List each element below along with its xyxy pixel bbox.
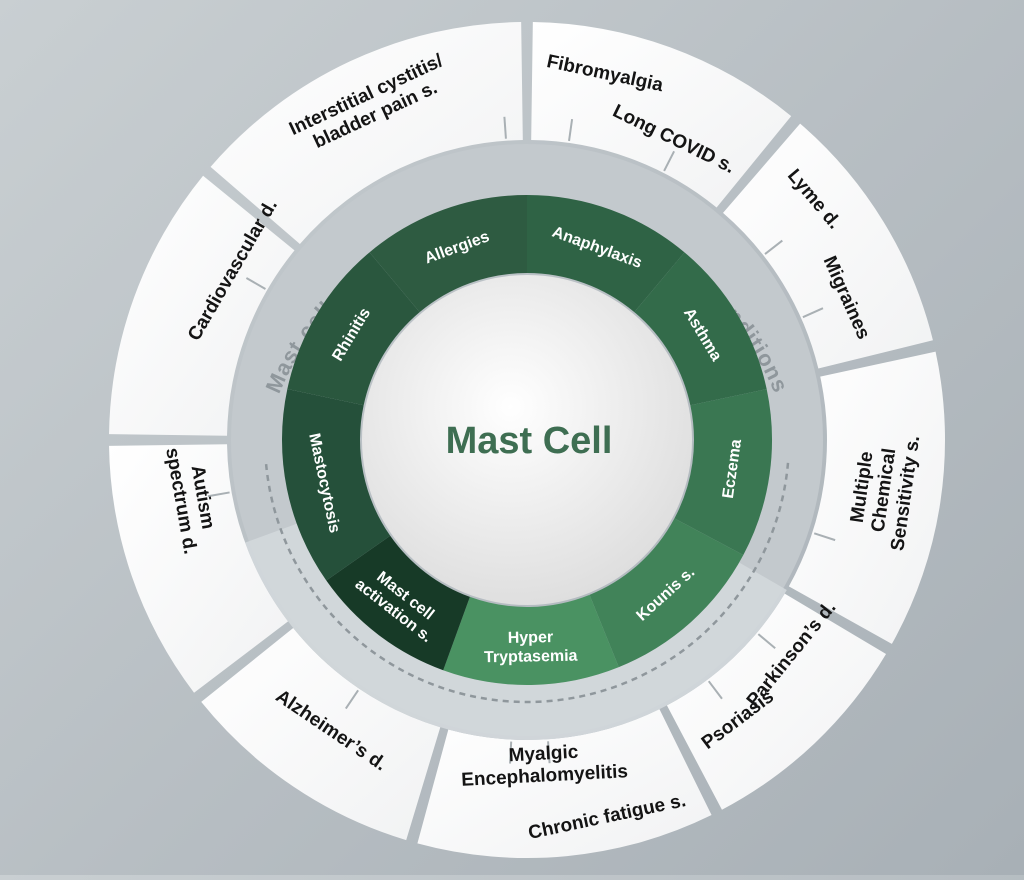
inner-condition-segment xyxy=(634,252,767,406)
connector-line xyxy=(503,116,507,139)
connector-line xyxy=(764,239,783,255)
outer-segment xyxy=(723,123,933,369)
connector-lines xyxy=(207,116,836,764)
dashed-ring xyxy=(264,462,790,704)
connector-line xyxy=(245,277,266,290)
connector-line xyxy=(663,150,675,172)
connector-line xyxy=(509,741,513,764)
connector-line xyxy=(757,633,776,650)
inner-condition-segment xyxy=(527,195,685,313)
inner-condition-label: HyperTryptasemia xyxy=(484,629,578,667)
inner-condition-segment xyxy=(282,389,391,581)
outer-segment xyxy=(417,709,712,858)
outer-conditions-ring xyxy=(109,22,945,858)
center-title: Mast Cell xyxy=(446,420,613,462)
inner-conditions-ring xyxy=(282,195,772,685)
connector-line xyxy=(813,532,836,542)
mast-cell-center: Mast Cell xyxy=(362,275,692,605)
inner-condition-segment xyxy=(589,518,744,668)
outer-segment xyxy=(788,351,945,644)
outer-segment xyxy=(666,593,887,810)
outer-segment xyxy=(109,175,295,436)
caption-band-lower xyxy=(245,523,787,741)
outer-segment xyxy=(531,22,792,208)
outer-segment xyxy=(201,627,441,841)
outer-segment xyxy=(109,444,289,693)
connector-line xyxy=(802,307,824,319)
inner-condition-segment xyxy=(369,195,527,313)
outer-segment xyxy=(210,22,523,244)
inner-condition-segment xyxy=(287,252,420,406)
connector-line xyxy=(547,741,551,764)
connector-line xyxy=(207,491,230,498)
inner-condition-segment xyxy=(674,389,772,556)
connector-line xyxy=(568,119,574,142)
connector-line xyxy=(344,689,359,710)
inner-condition-segment xyxy=(326,535,470,671)
inner-condition-segment xyxy=(443,594,619,685)
connector-line xyxy=(707,680,723,700)
center-circle xyxy=(362,275,692,605)
